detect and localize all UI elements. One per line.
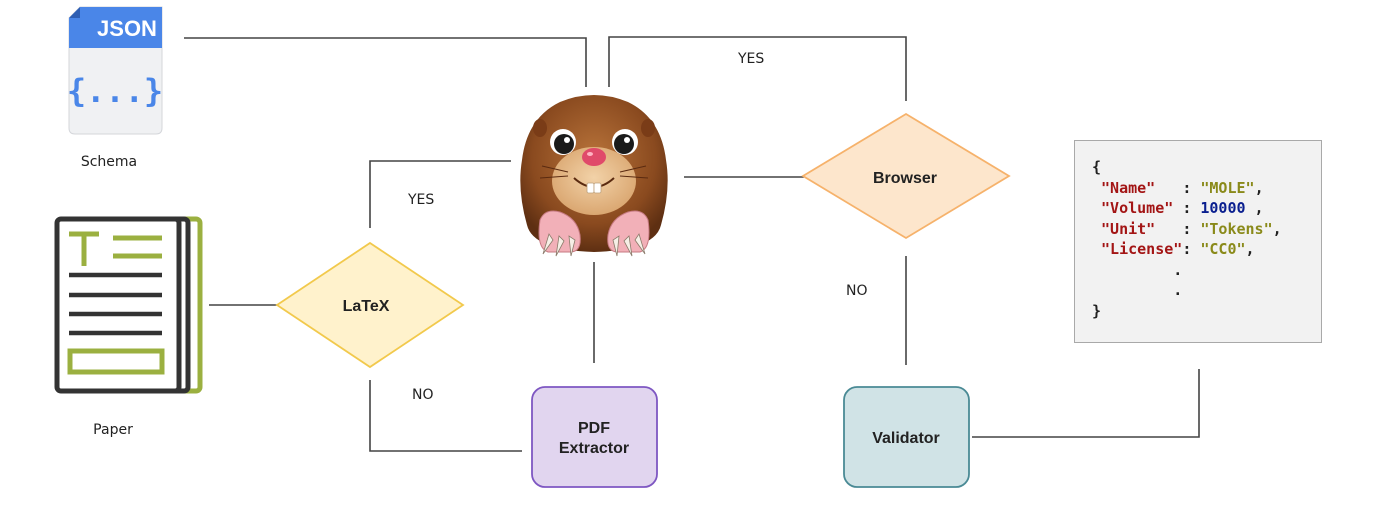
- edge-latex-no-to-pdf: [369, 380, 522, 452]
- pdf-extractor-label-line2: Extractor: [559, 440, 629, 457]
- validator-node: Validator: [843, 386, 970, 488]
- edge-validator-to-output: [972, 369, 1200, 438]
- mole-mascot-icon: [520, 95, 668, 257]
- json-field-name: "Name" : "MOLE",: [1101, 178, 1264, 197]
- latex-decision: LaTeX: [275, 241, 465, 369]
- json-field-license: "License": "CC0",: [1101, 240, 1255, 258]
- edge-browser-yes-to-mole: [608, 36, 907, 101]
- json-ellipsis-dot-2: .: [1173, 281, 1183, 299]
- json-icon-text: JSON: [97, 16, 157, 41]
- output-json-box: { "Name" : "MOLE", "Volume" : 10000 , "U…: [1074, 140, 1322, 343]
- edge-schema-to-mole: [184, 37, 587, 87]
- json-open-brace: {: [1092, 158, 1102, 176]
- browser-yes-label: YES: [737, 51, 764, 67]
- browser-no-label: NO: [846, 283, 868, 299]
- json-field-volume: "Volume" : 10000 ,: [1101, 199, 1264, 217]
- paper-stack-icon: [54, 216, 203, 394]
- json-close-brace: }: [1092, 301, 1102, 320]
- browser-decision: Browser: [801, 112, 1011, 240]
- edge-latex-yes-to-mole: [369, 160, 511, 228]
- paper-label: Paper: [93, 422, 133, 438]
- json-ellipsis-dot-1: .: [1173, 260, 1183, 279]
- latex-no-label: NO: [412, 387, 434, 403]
- latex-label: LaTeX: [343, 298, 390, 315]
- pdf-extractor-label-line1: PDF: [578, 420, 610, 437]
- json-field-unit: "Unit" : "Tokens",: [1101, 219, 1282, 238]
- latex-yes-label: YES: [407, 192, 434, 208]
- connectors: [184, 36, 1200, 452]
- schema-label: Schema: [81, 154, 137, 170]
- browser-label: Browser: [873, 170, 937, 187]
- validator-label: Validator: [872, 430, 940, 447]
- json-file-icon: JSON {...}: [67, 6, 163, 135]
- pdf-extractor-node: PDF Extractor: [531, 386, 658, 488]
- json-braces-icon: {...}: [67, 72, 163, 110]
